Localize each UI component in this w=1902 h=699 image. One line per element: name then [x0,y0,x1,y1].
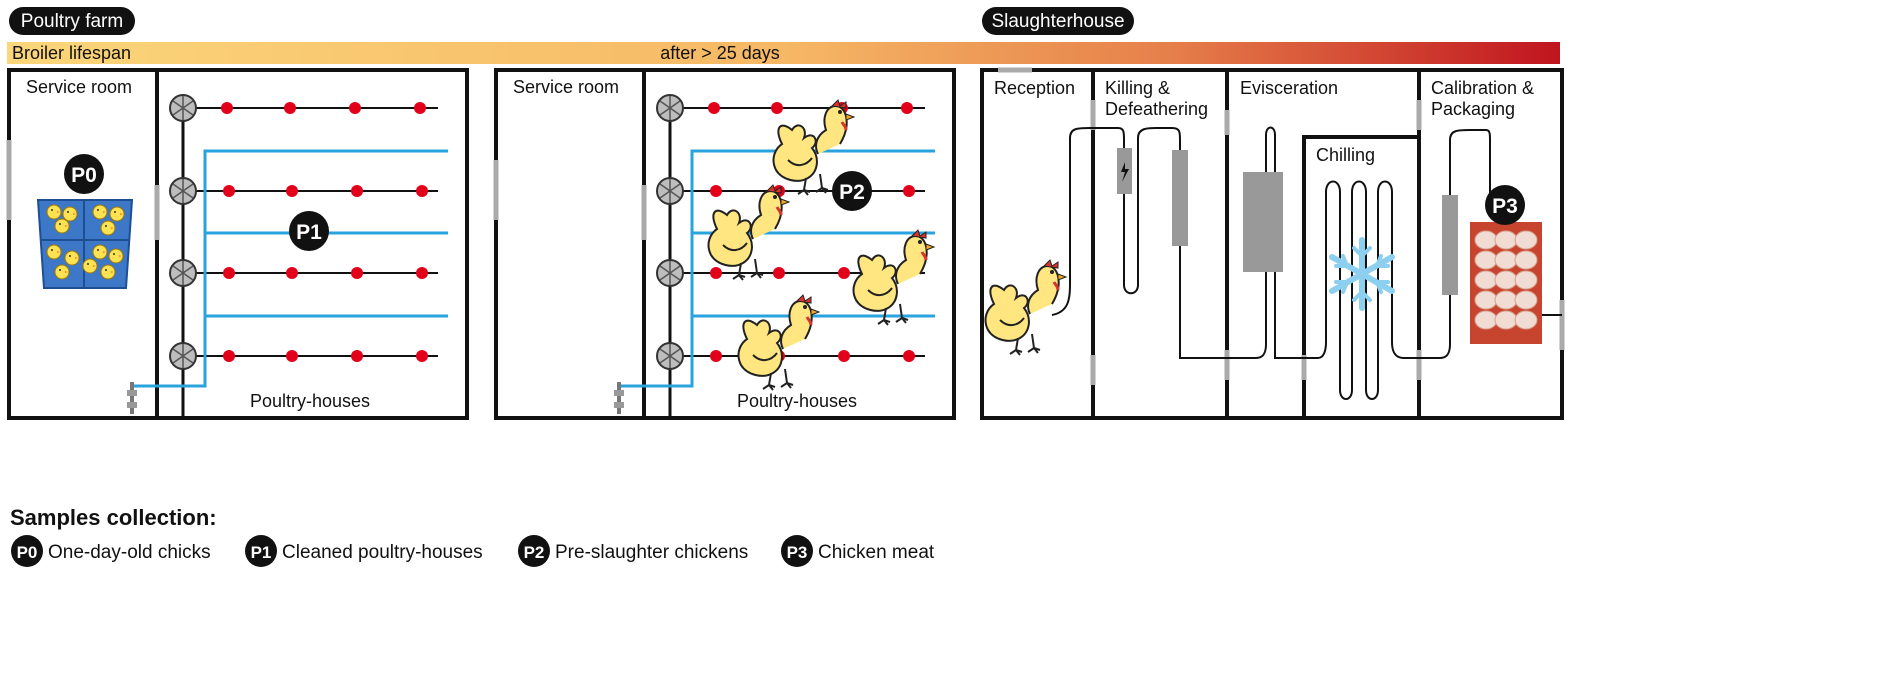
killing-label-line1: Killing & [1105,78,1170,98]
marker-p0: P0 [64,154,104,194]
svg-text:Poultry farm: Poultry farm [21,11,123,32]
svg-text:Broiler lifespan: Broiler lifespan [12,43,131,63]
service-room-label: Service room [26,77,132,97]
meat-tray-icon [1470,222,1542,344]
timeline-bar: Broiler lifespan after > 25 days [7,42,1560,64]
svg-text:Cleaned poultry-houses: Cleaned poultry-houses [282,542,483,563]
poultry-houses-label: Poultry-houses [737,391,857,411]
water-valve-icon [614,382,624,414]
svg-text:P3: P3 [787,543,808,562]
lightning-icon [1121,162,1129,182]
water-valve-icon [127,382,137,414]
calibration-label-line2: Packaging [1431,99,1515,119]
svg-text:Pre-slaughter chickens: Pre-slaughter chickens [555,542,748,563]
farm-panel-1: Service room Poultry-houses [6,68,469,420]
svg-text:P2: P2 [524,543,545,562]
reception-label: Reception [994,78,1075,98]
legend-item-p0: P0 One-day-old chicks [11,535,211,567]
legend-item-p2: P2 Pre-slaughter chickens [518,535,748,567]
svg-text:P1: P1 [251,543,272,562]
snowflake-icon [1329,237,1395,311]
svg-text:One-day-old chicks: One-day-old chicks [48,542,211,563]
marker-p3: P3 [1485,185,1525,225]
chilling-label: Chilling [1316,145,1375,165]
farm-header: Poultry farm [9,7,135,35]
svg-text:P0: P0 [71,164,97,187]
svg-text:P2: P2 [839,181,865,204]
svg-text:Chicken meat: Chicken meat [818,542,935,563]
svg-text:P1: P1 [296,221,322,244]
farm-panel-2: Service room Poultry-houses [493,68,956,420]
svg-text:P3: P3 [1492,195,1518,218]
svg-text:after > 25 days: after > 25 days [660,43,780,63]
evisceration-label: Evisceration [1240,78,1338,98]
marker-p2: P2 [832,171,872,211]
feeder-dots [221,102,428,362]
legend-item-p1: P1 Cleaned poultry-houses [245,535,483,567]
calibration-label-line1: Calibration & [1431,78,1534,98]
chick-crate-icon [36,199,134,289]
svg-text:Slaughterhouse: Slaughterhouse [991,11,1124,32]
conveyor-line [1051,126,1491,400]
slaughterhouse-header: Slaughterhouse [982,7,1134,35]
poultry-houses-label: Poultry-houses [250,391,370,411]
killing-label-line2: Defeathering [1105,99,1208,119]
legend-title: Samples collection: [10,505,217,530]
slaughterhouse-panel: Reception Killing & Defeathering Eviscer… [980,67,1565,420]
svg-text:P0: P0 [17,543,38,562]
legend: Samples collection: P0 One-day-old chick… [10,505,935,567]
legend-item-p3: P3 Chicken meat [781,535,935,567]
service-room-label: Service room [513,77,619,97]
marker-p1: P1 [289,211,329,251]
